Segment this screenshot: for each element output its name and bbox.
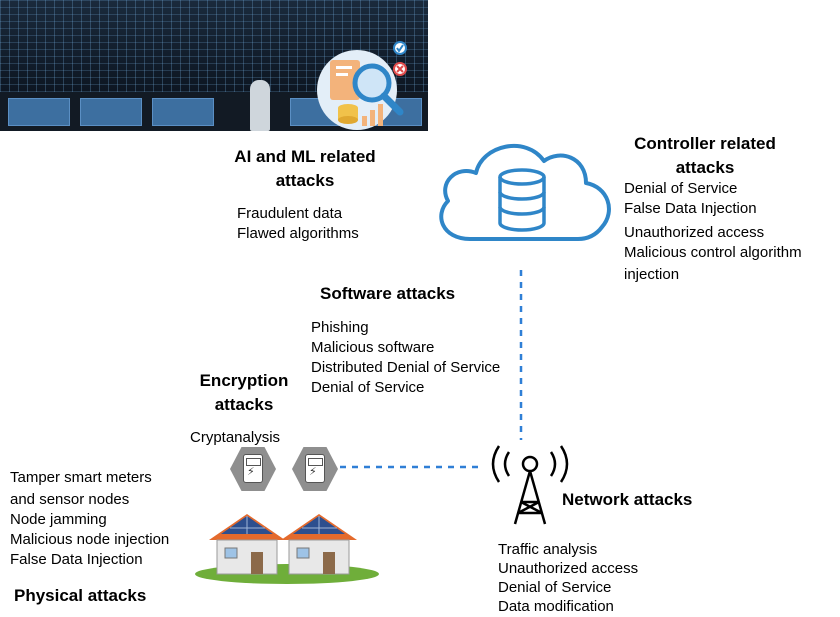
encryption-attacks-title: Encryption attacks [199,371,289,414]
cloud-database-icon [439,144,611,241]
list-item: injection [624,266,680,283]
physical-attacks-title: Physical attacks [14,586,147,605]
list-item: Denial of Service [624,180,738,197]
ai-attacks-list: Fraudulent data Flawed algorithms [237,204,359,244]
list-item: Malicious control algorithm [624,244,802,261]
software-attacks-list: Phishing Malicious software Distributed … [311,318,500,398]
list-item: Fraudulent data [237,205,343,222]
network-attacks-list: Traffic analysis Unauthorized access Den… [498,540,638,616]
controller-attacks-title: Controller related attacks [634,134,776,177]
list-item: Unauthorized access [624,224,765,241]
list-item: Cryptanalysis [190,429,281,446]
list-item: Flawed algorithms [237,225,359,242]
network-attacks-title: Network attacks [562,490,693,509]
ai-analysis-icon [317,41,407,130]
antenna-tower-icon [491,445,569,525]
list-item: Denial of Service [498,579,612,596]
list-item: Denial of Service [311,379,425,396]
list-item: Distributed Denial of Service [311,359,501,376]
list-item: Traffic analysis [498,541,598,558]
list-item: Malicious node injection [10,531,170,548]
list-item: and sensor nodes [10,491,130,508]
list-item: Tamper smart meters [10,469,152,486]
ai-attacks-title: AI and ML related attacks [234,147,376,190]
encryption-attacks-list: Cryptanalysis [190,428,280,448]
list-item: Data modification [498,598,614,615]
software-attacks-title: Software attacks [320,284,456,303]
list-item: Malicious software [311,339,435,356]
list-item: Phishing [311,319,369,336]
list-item: False Data Injection [624,200,757,217]
list-item: Unauthorized access [498,560,639,577]
controller-attacks-list: Denial of Service False Data Injection U… [624,179,802,285]
list-item: Node jamming [10,511,107,528]
solar-house-icon [195,514,379,584]
list-item: False Data Injection [10,551,143,568]
physical-attacks-list: Tamper smart meters and sensor nodes Nod… [10,468,169,570]
